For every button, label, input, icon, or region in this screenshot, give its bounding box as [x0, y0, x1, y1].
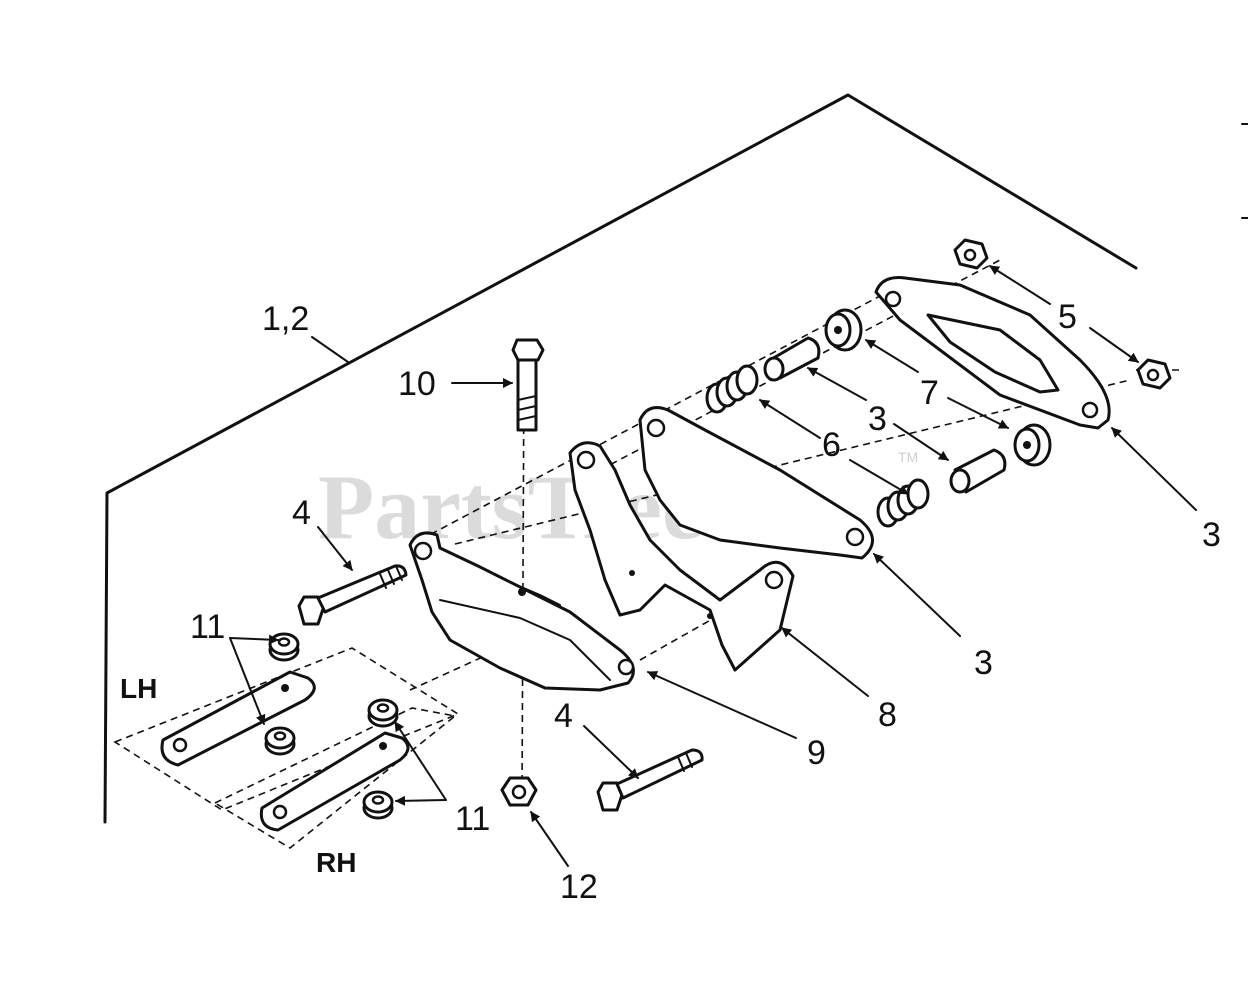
- spacer-11-rh-bottom: [362, 790, 394, 820]
- bolt-10: [511, 338, 545, 432]
- callout-7: 7: [920, 374, 939, 412]
- spring-6-upper: [705, 364, 759, 414]
- nut-5-lower: [1136, 358, 1172, 390]
- bracket-8: [568, 441, 795, 672]
- watermark-tm: TM: [898, 449, 918, 465]
- nut-12: [500, 776, 538, 807]
- callout-8: 8: [878, 696, 897, 734]
- frame-outline: [103, 93, 1138, 824]
- bracket-9: [408, 531, 635, 692]
- callout-3-right: 3: [1202, 516, 1221, 554]
- callout-9: 9: [807, 734, 826, 772]
- edge-marks: [1241, 123, 1248, 219]
- bolt-4-upper: [297, 564, 408, 626]
- callout-4-upper: 4: [292, 494, 311, 532]
- spacer-11-lh-top: [268, 632, 300, 662]
- bushing-7-upper: [824, 308, 863, 352]
- spring-6-lower: [876, 478, 930, 528]
- callout-6: 6: [822, 426, 841, 464]
- nut-5-upper: [953, 238, 989, 270]
- callouts: 1,2 10 4 11 11 12 4 9 8 3 3 3 6 7 5: [190, 298, 1221, 906]
- callout-1-2: 1,2: [262, 300, 309, 338]
- label-rh: RH: [316, 847, 356, 878]
- callout-12: 12: [560, 868, 598, 906]
- leader-lines: [229, 265, 1197, 867]
- plate-3-middle: [638, 406, 874, 560]
- lh-group: LH: [113, 632, 460, 811]
- callout-5: 5: [1058, 298, 1077, 336]
- callout-3-spacer: 3: [868, 400, 887, 438]
- rh-group: RH: [213, 698, 457, 878]
- plate-3-back: [874, 276, 1111, 430]
- callout-3-lower: 3: [974, 644, 993, 682]
- callout-11-rh: 11: [455, 800, 490, 838]
- spacer-3-lower: [949, 448, 1007, 494]
- bolt-4-lower: [596, 748, 704, 812]
- spacer-11-rh-top: [367, 698, 399, 728]
- callout-10: 10: [398, 365, 436, 403]
- callout-11-lh: 11: [190, 608, 225, 646]
- label-lh: LH: [120, 673, 157, 704]
- bushing-7-lower: [1013, 423, 1052, 467]
- spacer-3-upper: [763, 336, 821, 382]
- spacer-11-lh-bottom: [264, 726, 296, 756]
- callout-4-lower: 4: [554, 697, 573, 735]
